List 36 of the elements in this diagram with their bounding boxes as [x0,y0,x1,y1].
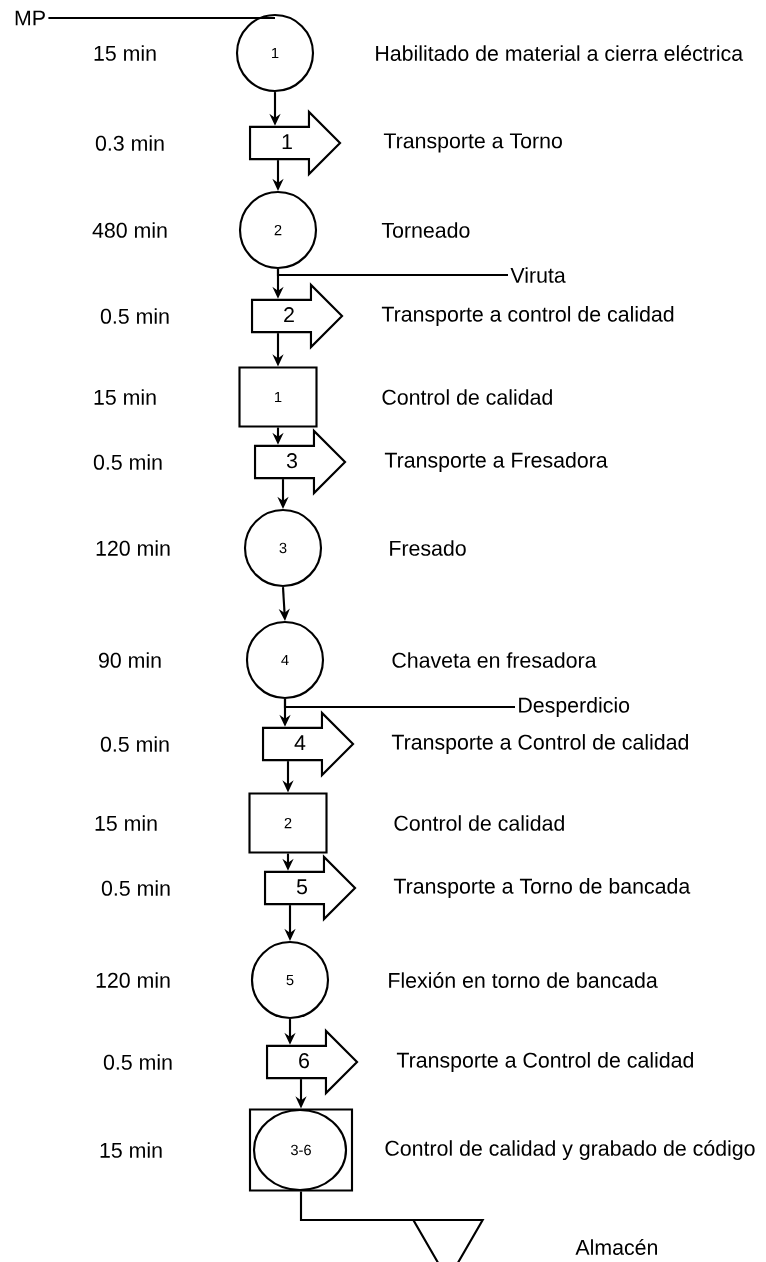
time-label: 0.5 min [93,454,162,470]
time-label: 0.5 min [103,1054,172,1070]
step-description: Control de calidad y grabado de código [385,1139,755,1161]
time-label: 120 min [96,972,170,988]
step-description: Transporte a Fresadora [384,452,608,472]
time-label: 15 min [94,389,156,405]
output-label: Desperdicio [519,697,630,717]
time-label: 90 min [99,652,161,668]
output-label: Viruta [510,267,566,283]
step-description: Chaveta en fresadora [392,652,597,668]
step-description: Habilitado de material a cierra eléctrica [376,45,744,61]
step-description: Transporte a Torno de bancada [393,878,691,898]
time-label: 0.3 min [95,135,164,151]
time-label: 120 min [96,540,170,556]
time-label: 0.5 min [100,308,169,324]
step-description: Transporte a control de calidad [381,306,674,326]
time-label: 15 min [94,45,156,61]
connector-line [299,1191,414,1222]
step-description: Fresado [390,540,466,556]
step-description: Transporte a Torno [383,133,562,153]
time-label: 15 min [100,1142,162,1158]
time-label: 0.5 min [101,880,170,896]
time-label: 0.5 min [100,736,169,752]
storage-label: Almacén [575,1239,657,1255]
step-description: Flexión en torno de bancada [389,972,658,988]
material-label: MP [15,10,45,26]
time-label: 15 min [95,815,157,831]
step-description: Control de calidad [394,815,564,831]
step-description: Transporte a Control de calidad [391,734,688,754]
time-label: 480 min [92,222,167,238]
inspection-box: 1 [238,366,318,428]
connector-line [48,16,275,20]
step-description: Transporte a Control de calidad [396,1052,693,1072]
inspection-box: 2 [248,792,328,854]
step-description: Torneado [381,222,470,238]
step-description: Control de calidad [382,389,552,405]
